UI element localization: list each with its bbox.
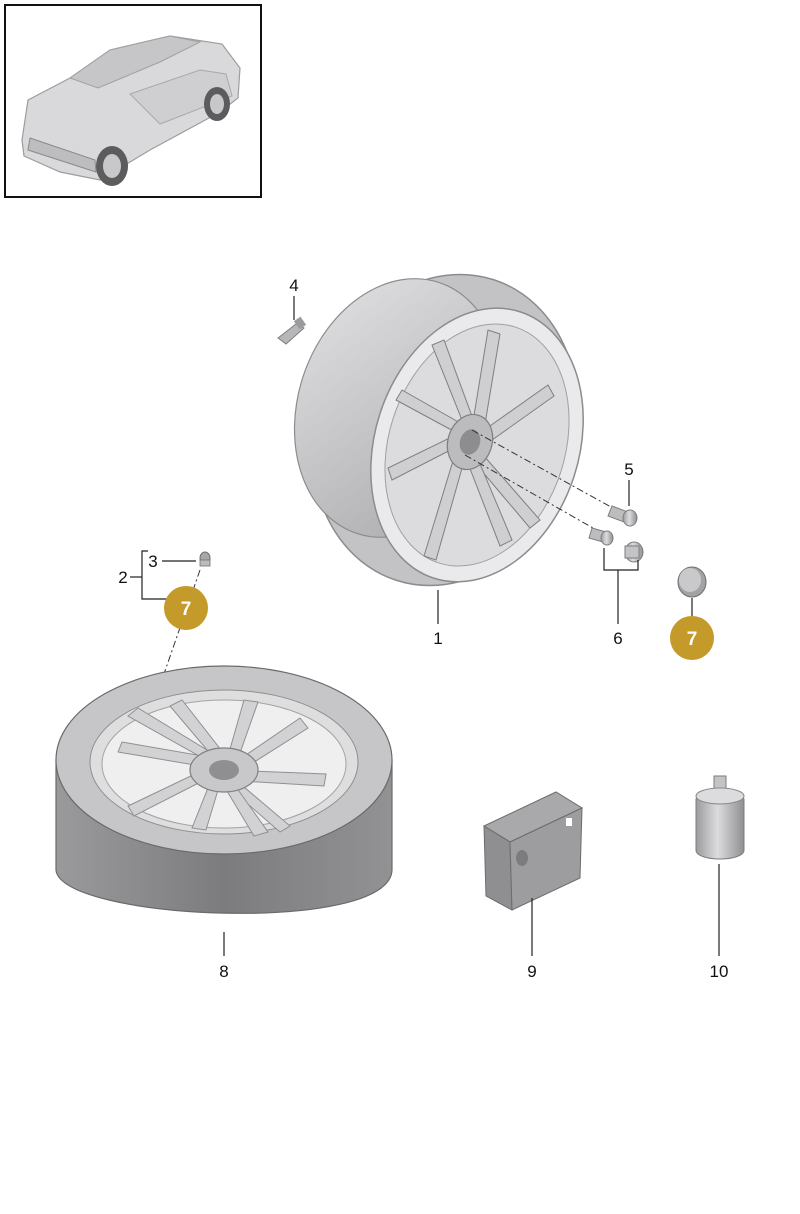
- center-cap-badge: 7: [670, 616, 714, 660]
- valve-cap-part: [199, 551, 211, 567]
- wheel-rim-part: [293, 273, 584, 587]
- part-label-2: 2: [118, 568, 127, 587]
- valve-insert-part: [277, 316, 307, 345]
- spare-wheel-part: [55, 665, 393, 914]
- dash-line-locking-bolt: [464, 454, 601, 533]
- part-label-4: 4: [289, 276, 298, 295]
- part-label-1: 1: [433, 629, 442, 648]
- compressor-part: [482, 791, 584, 911]
- valve-badge: 7: [164, 586, 208, 630]
- dash-line-wheel-bolt: [471, 429, 621, 513]
- part-label-5: 5: [624, 460, 633, 479]
- part-label-6: 6: [613, 629, 622, 648]
- bracket-6: [603, 548, 639, 571]
- vehicle-thumbnail: [4, 4, 262, 198]
- suv-thumbnail-icon: [21, 35, 241, 186]
- valve-badge-label: 7: [181, 599, 192, 620]
- part-label-10: 10: [710, 962, 729, 981]
- wheel-bolt-part: [607, 505, 638, 527]
- bracket-2: [141, 550, 172, 600]
- part-label-3: 3: [148, 552, 157, 571]
- center-cap-badge-label: 7: [687, 629, 698, 650]
- part-label-9: 9: [527, 962, 536, 981]
- part-label-8: 8: [219, 962, 228, 981]
- sealant-bottle-part: [695, 775, 745, 860]
- center-cap-part: [677, 566, 707, 598]
- locking-bolt-set-part: [588, 527, 644, 563]
